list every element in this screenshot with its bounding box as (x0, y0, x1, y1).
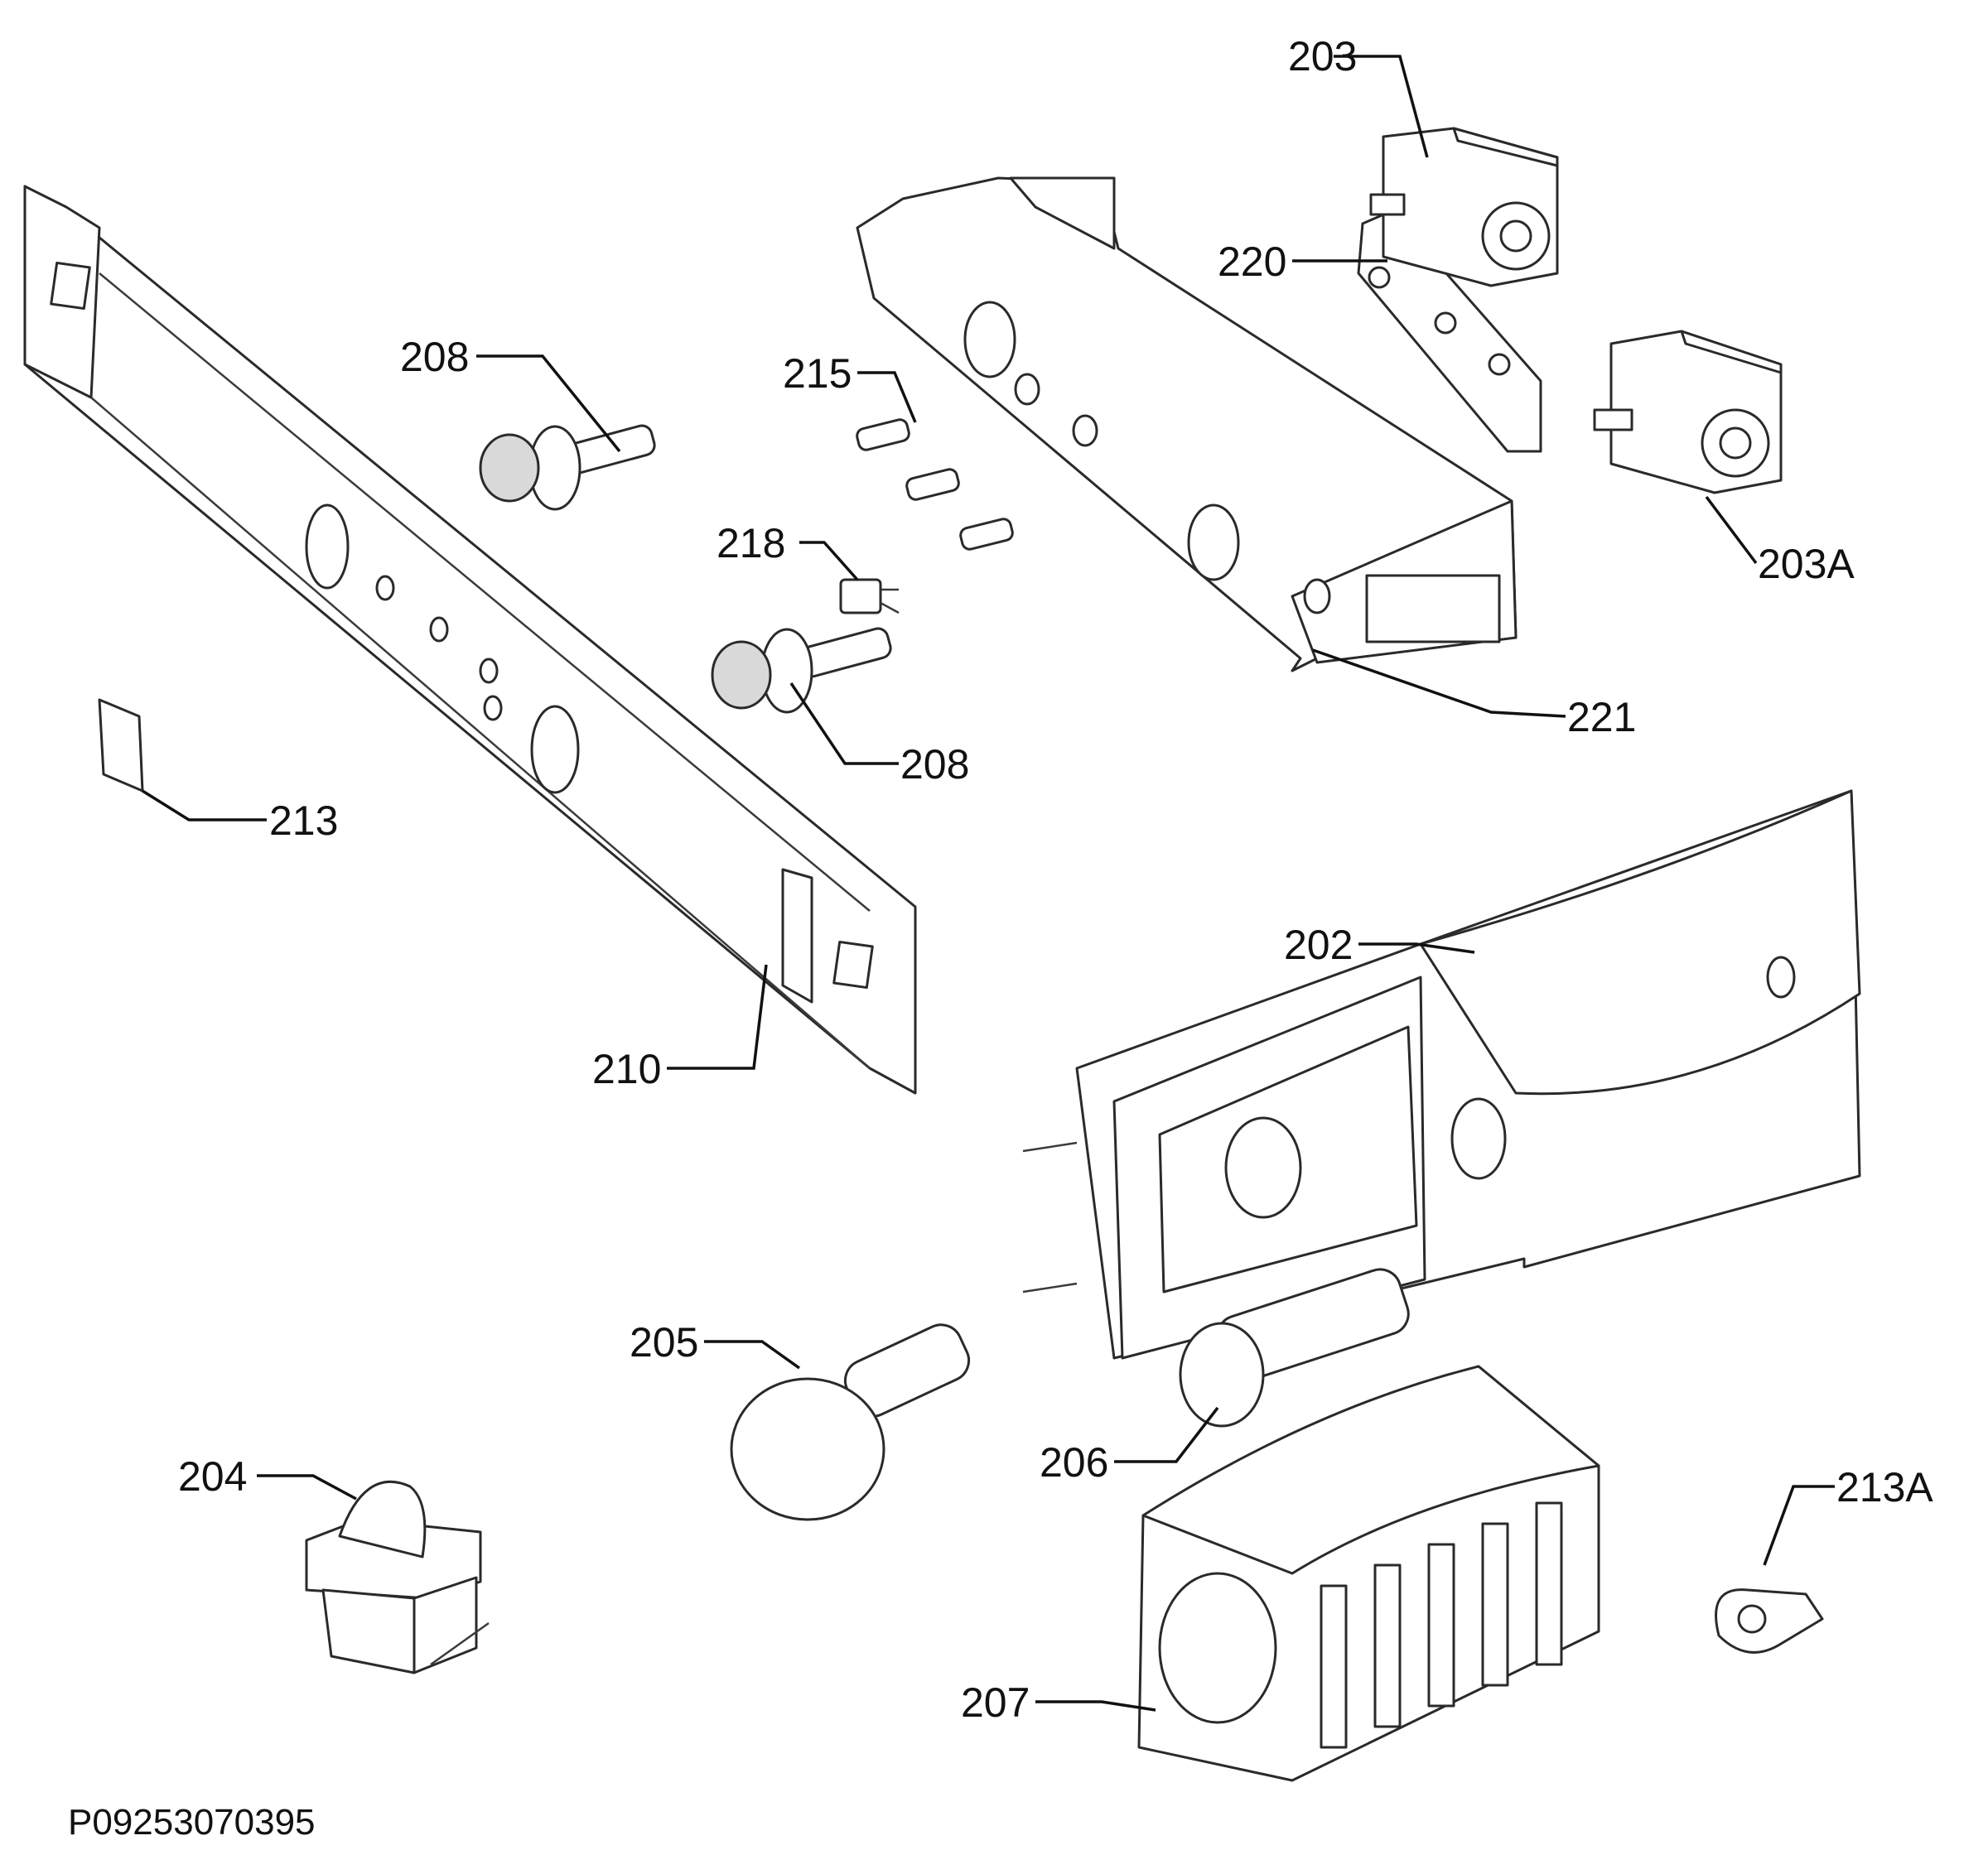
part-203-thermostat (1369, 127, 1559, 287)
part-210-panel (23, 185, 917, 1095)
part-202-cover (1022, 789, 1861, 1360)
label-210: 210 (592, 1046, 661, 1092)
label-208-lower: 208 (900, 741, 969, 788)
label-221: 221 (1567, 694, 1636, 740)
part-220-board (1357, 210, 1542, 453)
part-208-knob-lower (711, 627, 892, 714)
label-205: 205 (630, 1319, 698, 1366)
part-205-bulb (730, 1323, 971, 1521)
label-206: 206 (1040, 1439, 1108, 1486)
leader-lines (142, 55, 1835, 1712)
label-215: 215 (783, 350, 852, 397)
label-203: 203 (1288, 33, 1357, 79)
part-207-grille (1137, 1365, 1600, 1782)
label-202: 202 (1284, 922, 1353, 968)
label-213: 213 (269, 797, 338, 844)
label-220: 220 (1218, 238, 1286, 285)
label-203a: 203A (1758, 541, 1855, 587)
part-215-indicators (856, 418, 1014, 551)
part-213-tab (98, 698, 144, 793)
part-221-housing (856, 176, 1518, 672)
label-204: 204 (178, 1453, 247, 1500)
label-208-upper: 208 (400, 334, 469, 380)
part-204-switch (305, 1480, 490, 1674)
part-208-knob-upper (479, 424, 656, 511)
drawing-code: P09253070395 (68, 1802, 316, 1843)
label-207: 207 (961, 1679, 1030, 1726)
part-206-socket (1179, 1268, 1410, 1428)
part-218-microswitch (839, 578, 900, 614)
label-218: 218 (717, 520, 785, 566)
callout-labels: 203 220 203A 221 208 208 215 218 213 210… (178, 33, 1933, 1726)
part-213a-clip (1715, 1588, 1824, 1654)
label-213a: 213A (1836, 1464, 1933, 1510)
part-203a-thermostat (1593, 330, 1783, 494)
